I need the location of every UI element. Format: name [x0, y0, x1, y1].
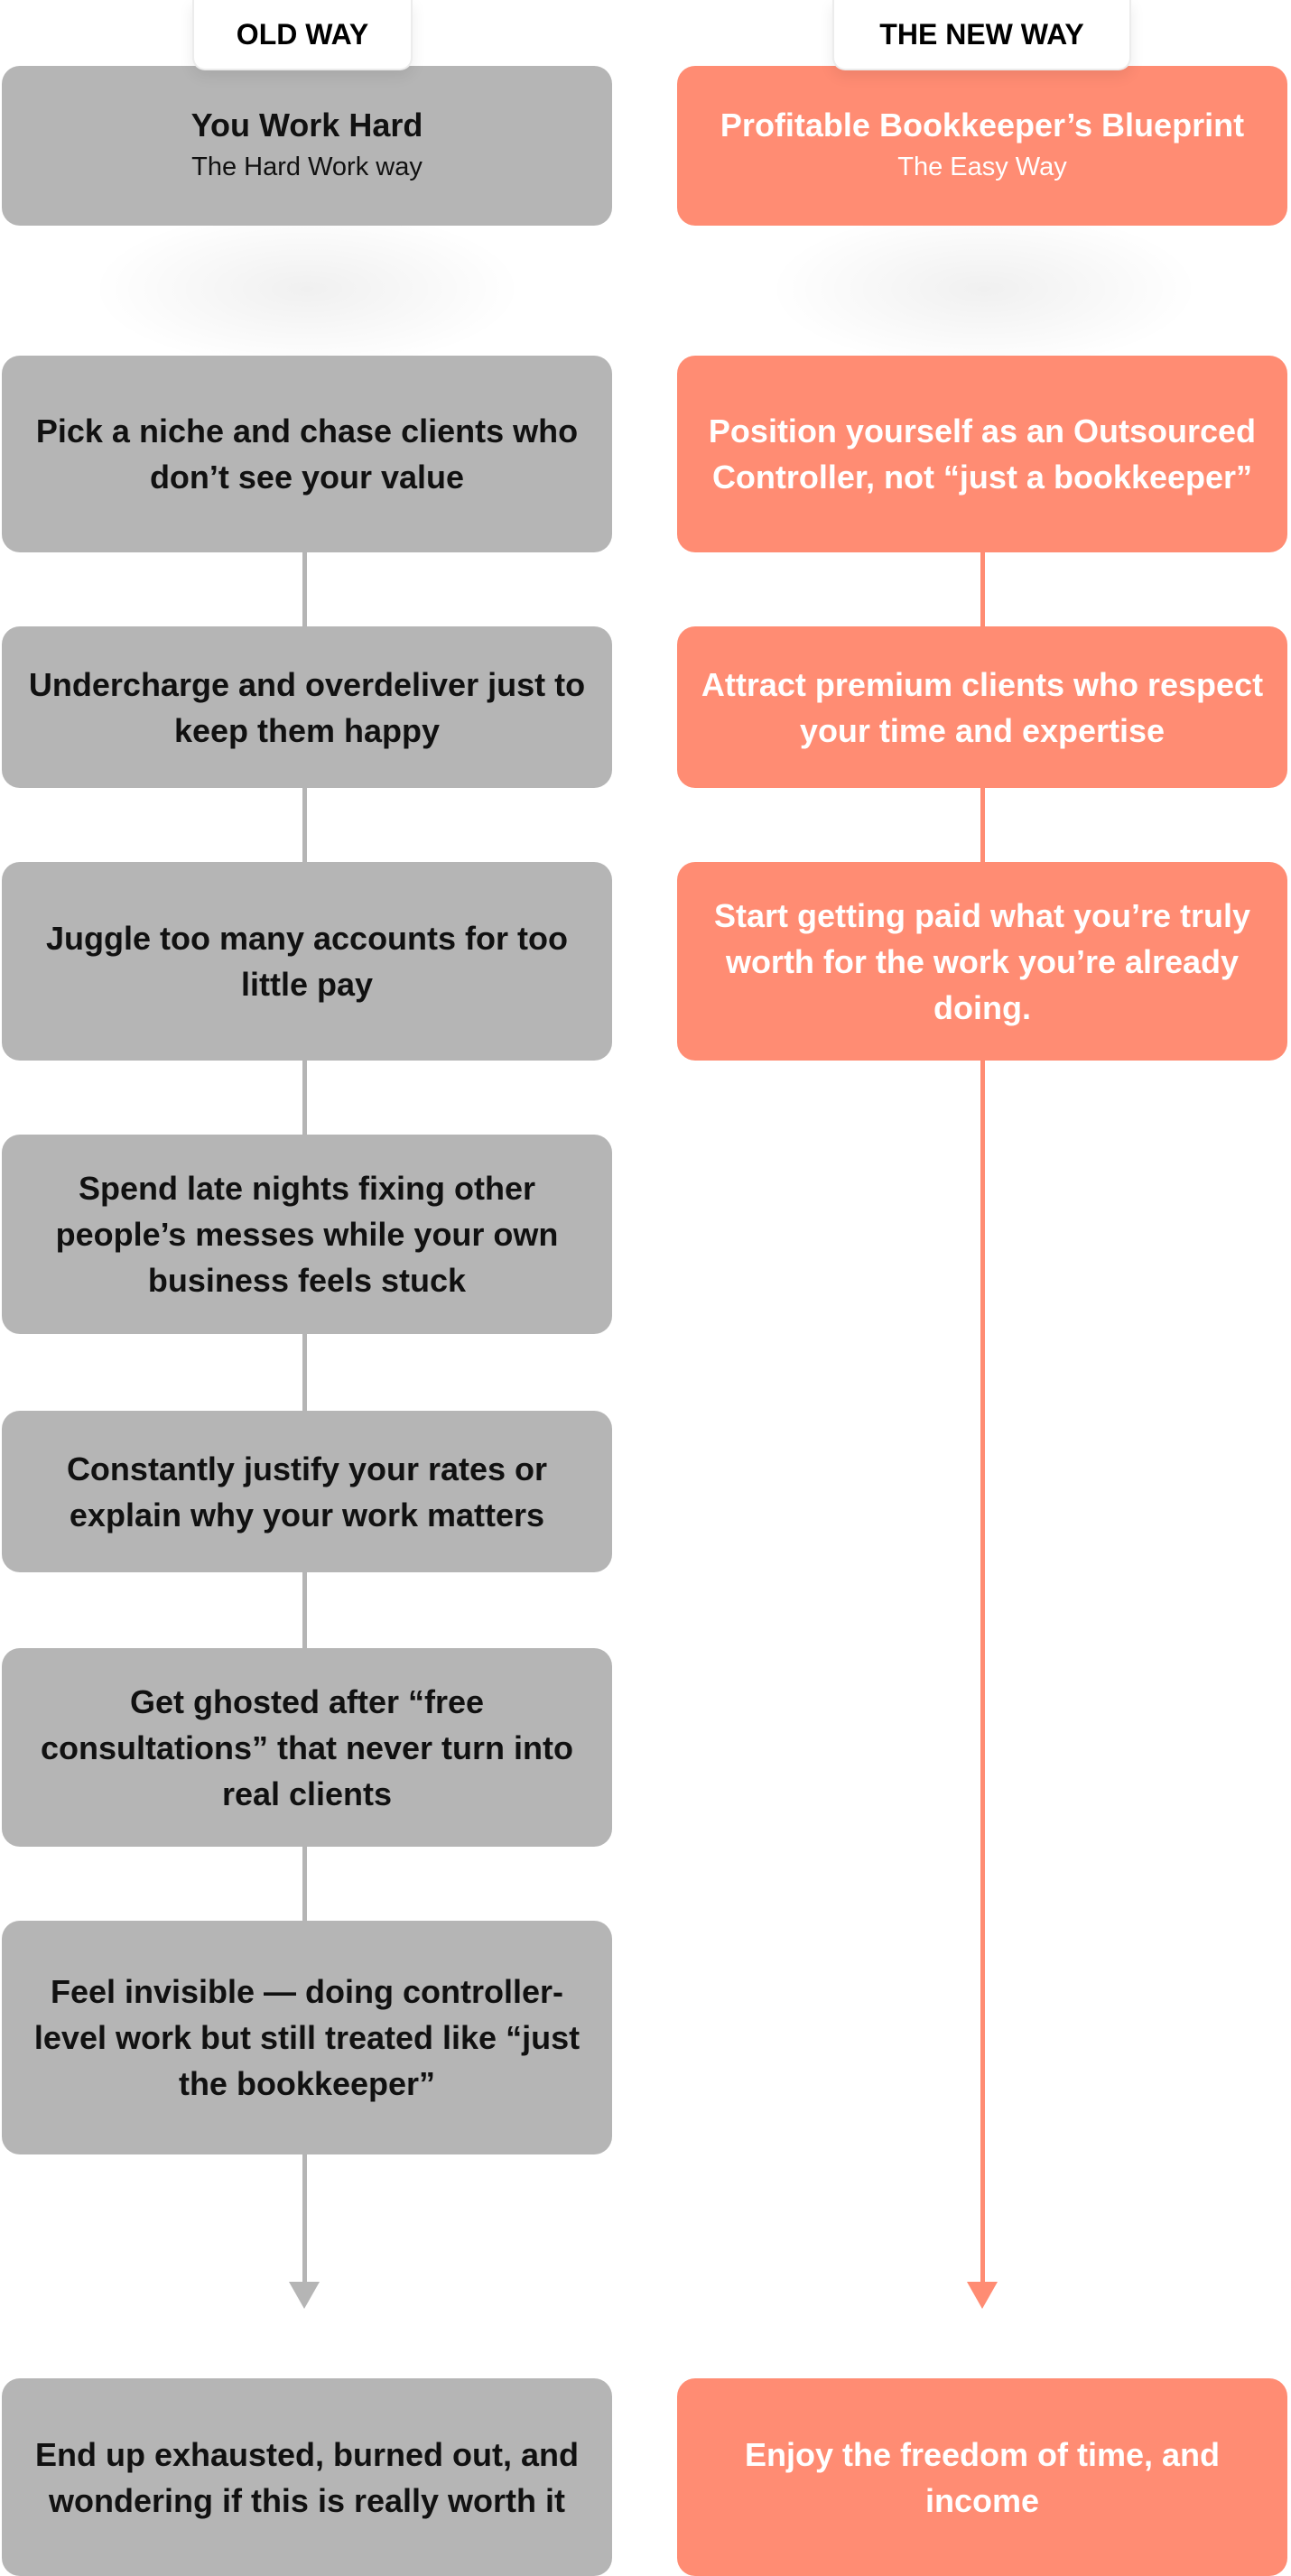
shadow-decoration [90, 208, 524, 370]
old-step-card: Spend late nights fixing other people’s … [2, 1135, 612, 1334]
old-outcome-card: End up exhausted, burned out, and wonder… [2, 2378, 612, 2576]
new-way-connector-line [980, 552, 985, 2285]
old-step-card: Get ghosted after “free consultations” t… [2, 1648, 612, 1847]
old-step-card: Feel invisible — doing controller-level … [2, 1921, 612, 2154]
old-step-card: Constantly justify your rates or explain… [2, 1411, 612, 1572]
new-way-subtitle: The Easy Way [897, 152, 1067, 181]
shadow-decoration [767, 208, 1201, 370]
old-step-card: Pick a niche and chase clients who don’t… [2, 356, 612, 552]
new-outcome-card: Enjoy the freedom of time, and income [677, 2378, 1287, 2576]
old-way-label: OLD WAY [192, 0, 413, 70]
old-step-card: Juggle too many accounts for too little … [2, 862, 612, 1061]
old-way-header-card: You Work Hard The Hard Work way [2, 66, 612, 226]
old-way-subtitle: The Hard Work way [191, 152, 423, 181]
new-step-card: Start getting paid what you’re truly wor… [677, 862, 1287, 1061]
new-step-card: Attract premium clients who respect your… [677, 626, 1287, 788]
new-way-label: THE NEW WAY [832, 0, 1131, 70]
new-way-title: Profitable Bookkeeper’s Blueprint [720, 106, 1245, 144]
old-way-title: You Work Hard [190, 106, 423, 144]
new-way-arrow-icon [967, 2282, 998, 2309]
new-way-header-card: Profitable Bookkeeper’s Blueprint The Ea… [677, 66, 1287, 226]
old-step-card: Undercharge and overdeliver just to keep… [2, 626, 612, 788]
new-step-card: Position yourself as an Outsourced Contr… [677, 356, 1287, 552]
old-way-arrow-icon [289, 2282, 320, 2309]
